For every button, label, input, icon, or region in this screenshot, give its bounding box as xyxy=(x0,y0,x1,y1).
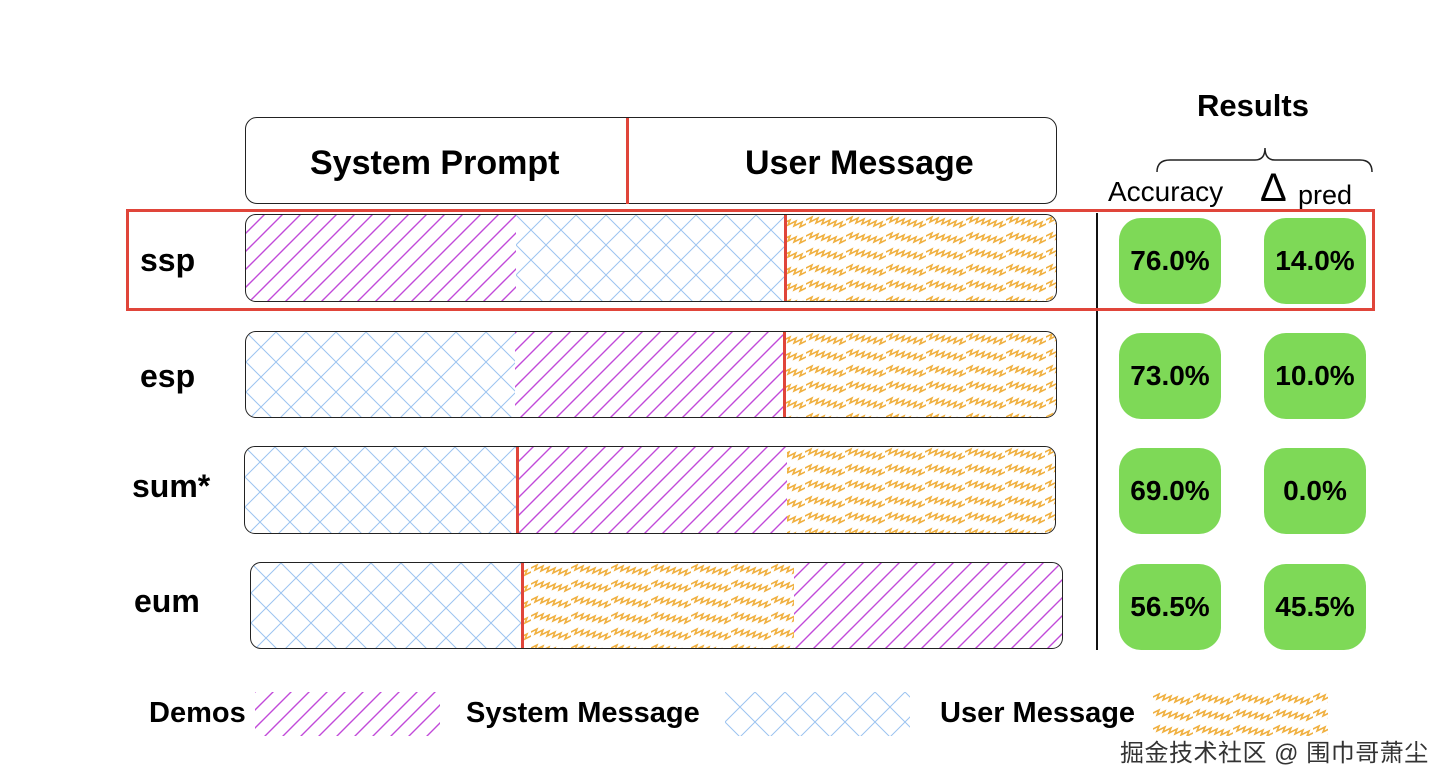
segment-user xyxy=(785,332,1056,417)
accuracy-value: 76.0% xyxy=(1130,245,1210,276)
accuracy-value: 56.5% xyxy=(1130,591,1210,622)
delta-pill-esp: 10.0% xyxy=(1264,333,1366,419)
accuracy-pill-eum: 56.5% xyxy=(1119,564,1221,650)
system-prompt-header: System Prompt xyxy=(310,144,560,182)
bar-divider xyxy=(516,447,519,533)
segment-demos xyxy=(517,447,787,533)
segment-system xyxy=(246,332,515,417)
legend-swatch-system xyxy=(725,692,910,736)
accuracy-pill-esp: 73.0% xyxy=(1119,333,1221,419)
delta-value: 0.0% xyxy=(1283,475,1347,506)
segment-system xyxy=(251,563,522,648)
delta-value: 45.5% xyxy=(1275,591,1355,622)
watermark-text: 掘金技术社区 @ 围巾哥萧尘 xyxy=(1120,740,1429,767)
bar-eum xyxy=(250,562,1063,649)
bar-esp xyxy=(245,331,1057,418)
segment-demos xyxy=(794,563,1062,648)
accuracy-value: 73.0% xyxy=(1130,360,1210,391)
delta-value: 10.0% xyxy=(1275,360,1355,391)
results-separator xyxy=(1096,213,1098,650)
bar-divider xyxy=(783,332,786,417)
bar-divider xyxy=(784,215,787,301)
legend-label-demos: Demos xyxy=(149,697,246,729)
delta-subscript: pred xyxy=(1298,180,1353,210)
delta-symbol: Δ xyxy=(1260,166,1287,210)
results-title: Results xyxy=(1197,88,1309,123)
legend-label-user: User Message xyxy=(940,697,1136,729)
bar-ssp xyxy=(245,214,1057,302)
segment-user xyxy=(786,215,1056,301)
segment-demos xyxy=(246,215,516,301)
row-label-ssp: ssp xyxy=(140,242,196,278)
segment-system xyxy=(516,215,786,301)
accuracy-pill-ssp: 76.0% xyxy=(1119,218,1221,304)
delta-pill-ssp: 14.0% xyxy=(1264,218,1366,304)
highlight-box-ssp xyxy=(126,209,1375,311)
delta-pill-sum: 0.0% xyxy=(1264,448,1366,534)
results-brace xyxy=(1156,147,1373,173)
delta-value: 14.0% xyxy=(1275,245,1355,276)
accuracy-column-header: Accuracy xyxy=(1108,176,1224,207)
segment-system xyxy=(245,447,517,533)
legend-swatch-demos xyxy=(255,692,440,736)
accuracy-value: 69.0% xyxy=(1130,475,1210,506)
legend-swatch-user xyxy=(1153,692,1328,736)
accuracy-pill-sum: 69.0% xyxy=(1119,448,1221,534)
bar-divider xyxy=(521,563,524,648)
header-box xyxy=(245,117,1057,204)
delta-pill-eum: 45.5% xyxy=(1264,564,1366,650)
segment-demos xyxy=(515,332,785,417)
segment-user xyxy=(787,447,1055,533)
bar-sum xyxy=(244,446,1056,534)
legend-label-system: System Message xyxy=(466,697,700,729)
row-label-esp: esp xyxy=(140,358,196,394)
segment-user xyxy=(522,563,794,648)
row-label-eum: eum xyxy=(134,583,200,619)
row-label-sum: sum* xyxy=(132,468,211,504)
user-message-header: User Message xyxy=(745,144,974,182)
header-divider xyxy=(626,118,629,204)
